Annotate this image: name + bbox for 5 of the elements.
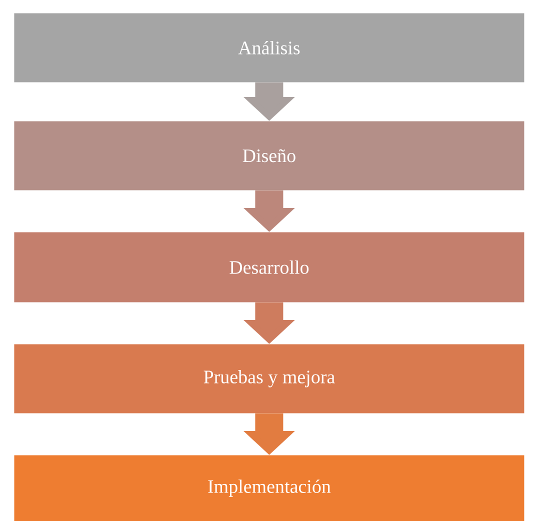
process-box: Desarrollo bbox=[14, 232, 524, 302]
process-box: Diseño bbox=[14, 121, 524, 190]
process-box: Pruebas y mejora bbox=[14, 344, 524, 414]
process-box: Análisis bbox=[14, 13, 524, 82]
process-box: Implementación bbox=[14, 455, 524, 521]
